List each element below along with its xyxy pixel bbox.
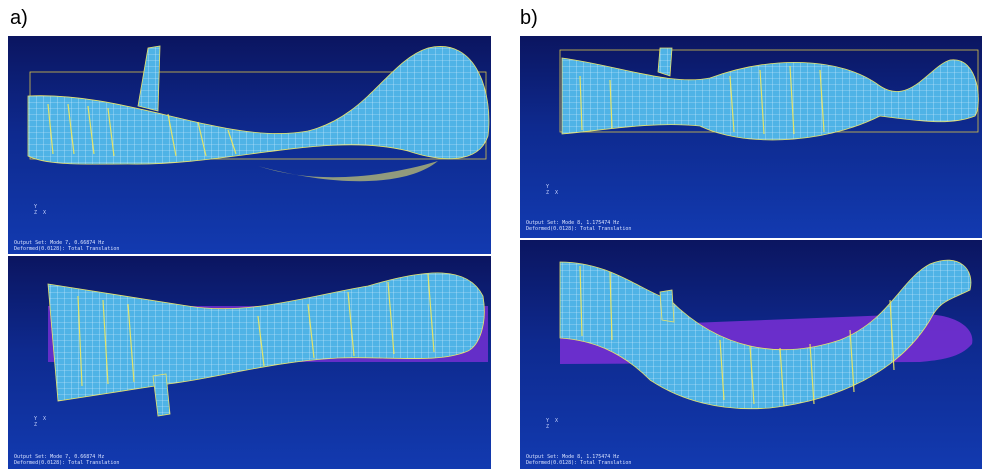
deformed-hull-b-top: [561, 57, 979, 141]
superstructure-a-top: [137, 45, 161, 112]
caption-deformed-a-top: Deformed(0.0128): Total Translation: [14, 246, 120, 252]
deformed-hull-a-bottom: [47, 272, 485, 402]
frame-lines-a-bottom: [77, 273, 435, 387]
superstructure-b-bottom: [659, 289, 675, 323]
caption-mode-b-bottom: Output Set: Mode 8, 1.175474 Hz: [526, 454, 620, 460]
panel-label-a: a): [10, 7, 28, 29]
deformed-hull-a-top: [27, 46, 490, 165]
hull-shadow-a-top: [258, 161, 438, 182]
hull-mesh-b-bottom: [559, 259, 973, 410]
caption-a-top: Output Set: Mode 7, 0.66874 Hz Deformed(…: [14, 240, 119, 252]
caption-mode-b-top: Output Set: Mode 8, 1.175474 Hz: [526, 220, 620, 226]
caption-deformed-b-top: Deformed(0.0128): Total Translation: [526, 226, 632, 232]
caption-b-bottom: Output Set: Mode 8, 1.175474 Hz Deformed…: [526, 454, 631, 466]
superstructure-a-bottom: [152, 373, 171, 417]
panel-label-b: b): [520, 7, 538, 29]
caption-mode-a-bottom: Output Set: Mode 7, 0.66874 Hz: [14, 454, 105, 460]
frame-lines-b-top: [579, 65, 825, 135]
caption-a-bottom: Output Set: Mode 7, 0.66874 Hz Deformed(…: [14, 454, 119, 466]
hull-mesh-a-top: [27, 45, 490, 182]
caption-deformed-b-bottom: Deformed(0.0128): Total Translation: [526, 460, 632, 466]
hull-mesh-a-bottom: [47, 272, 488, 417]
frame-lines-b-bottom: [579, 265, 895, 407]
caption-mode-a-top: Output Set: Mode 7, 0.66874 Hz: [14, 240, 105, 246]
frame-lines-a-top: [47, 103, 237, 157]
hull-mesh-b-top: [559, 47, 979, 141]
caption-b-top: Output Set: Mode 8, 1.175474 Hz Deformed…: [526, 220, 631, 232]
caption-deformed-a-bottom: Deformed(0.0128): Total Translation: [14, 460, 120, 466]
superstructure-b-top: [657, 47, 673, 77]
